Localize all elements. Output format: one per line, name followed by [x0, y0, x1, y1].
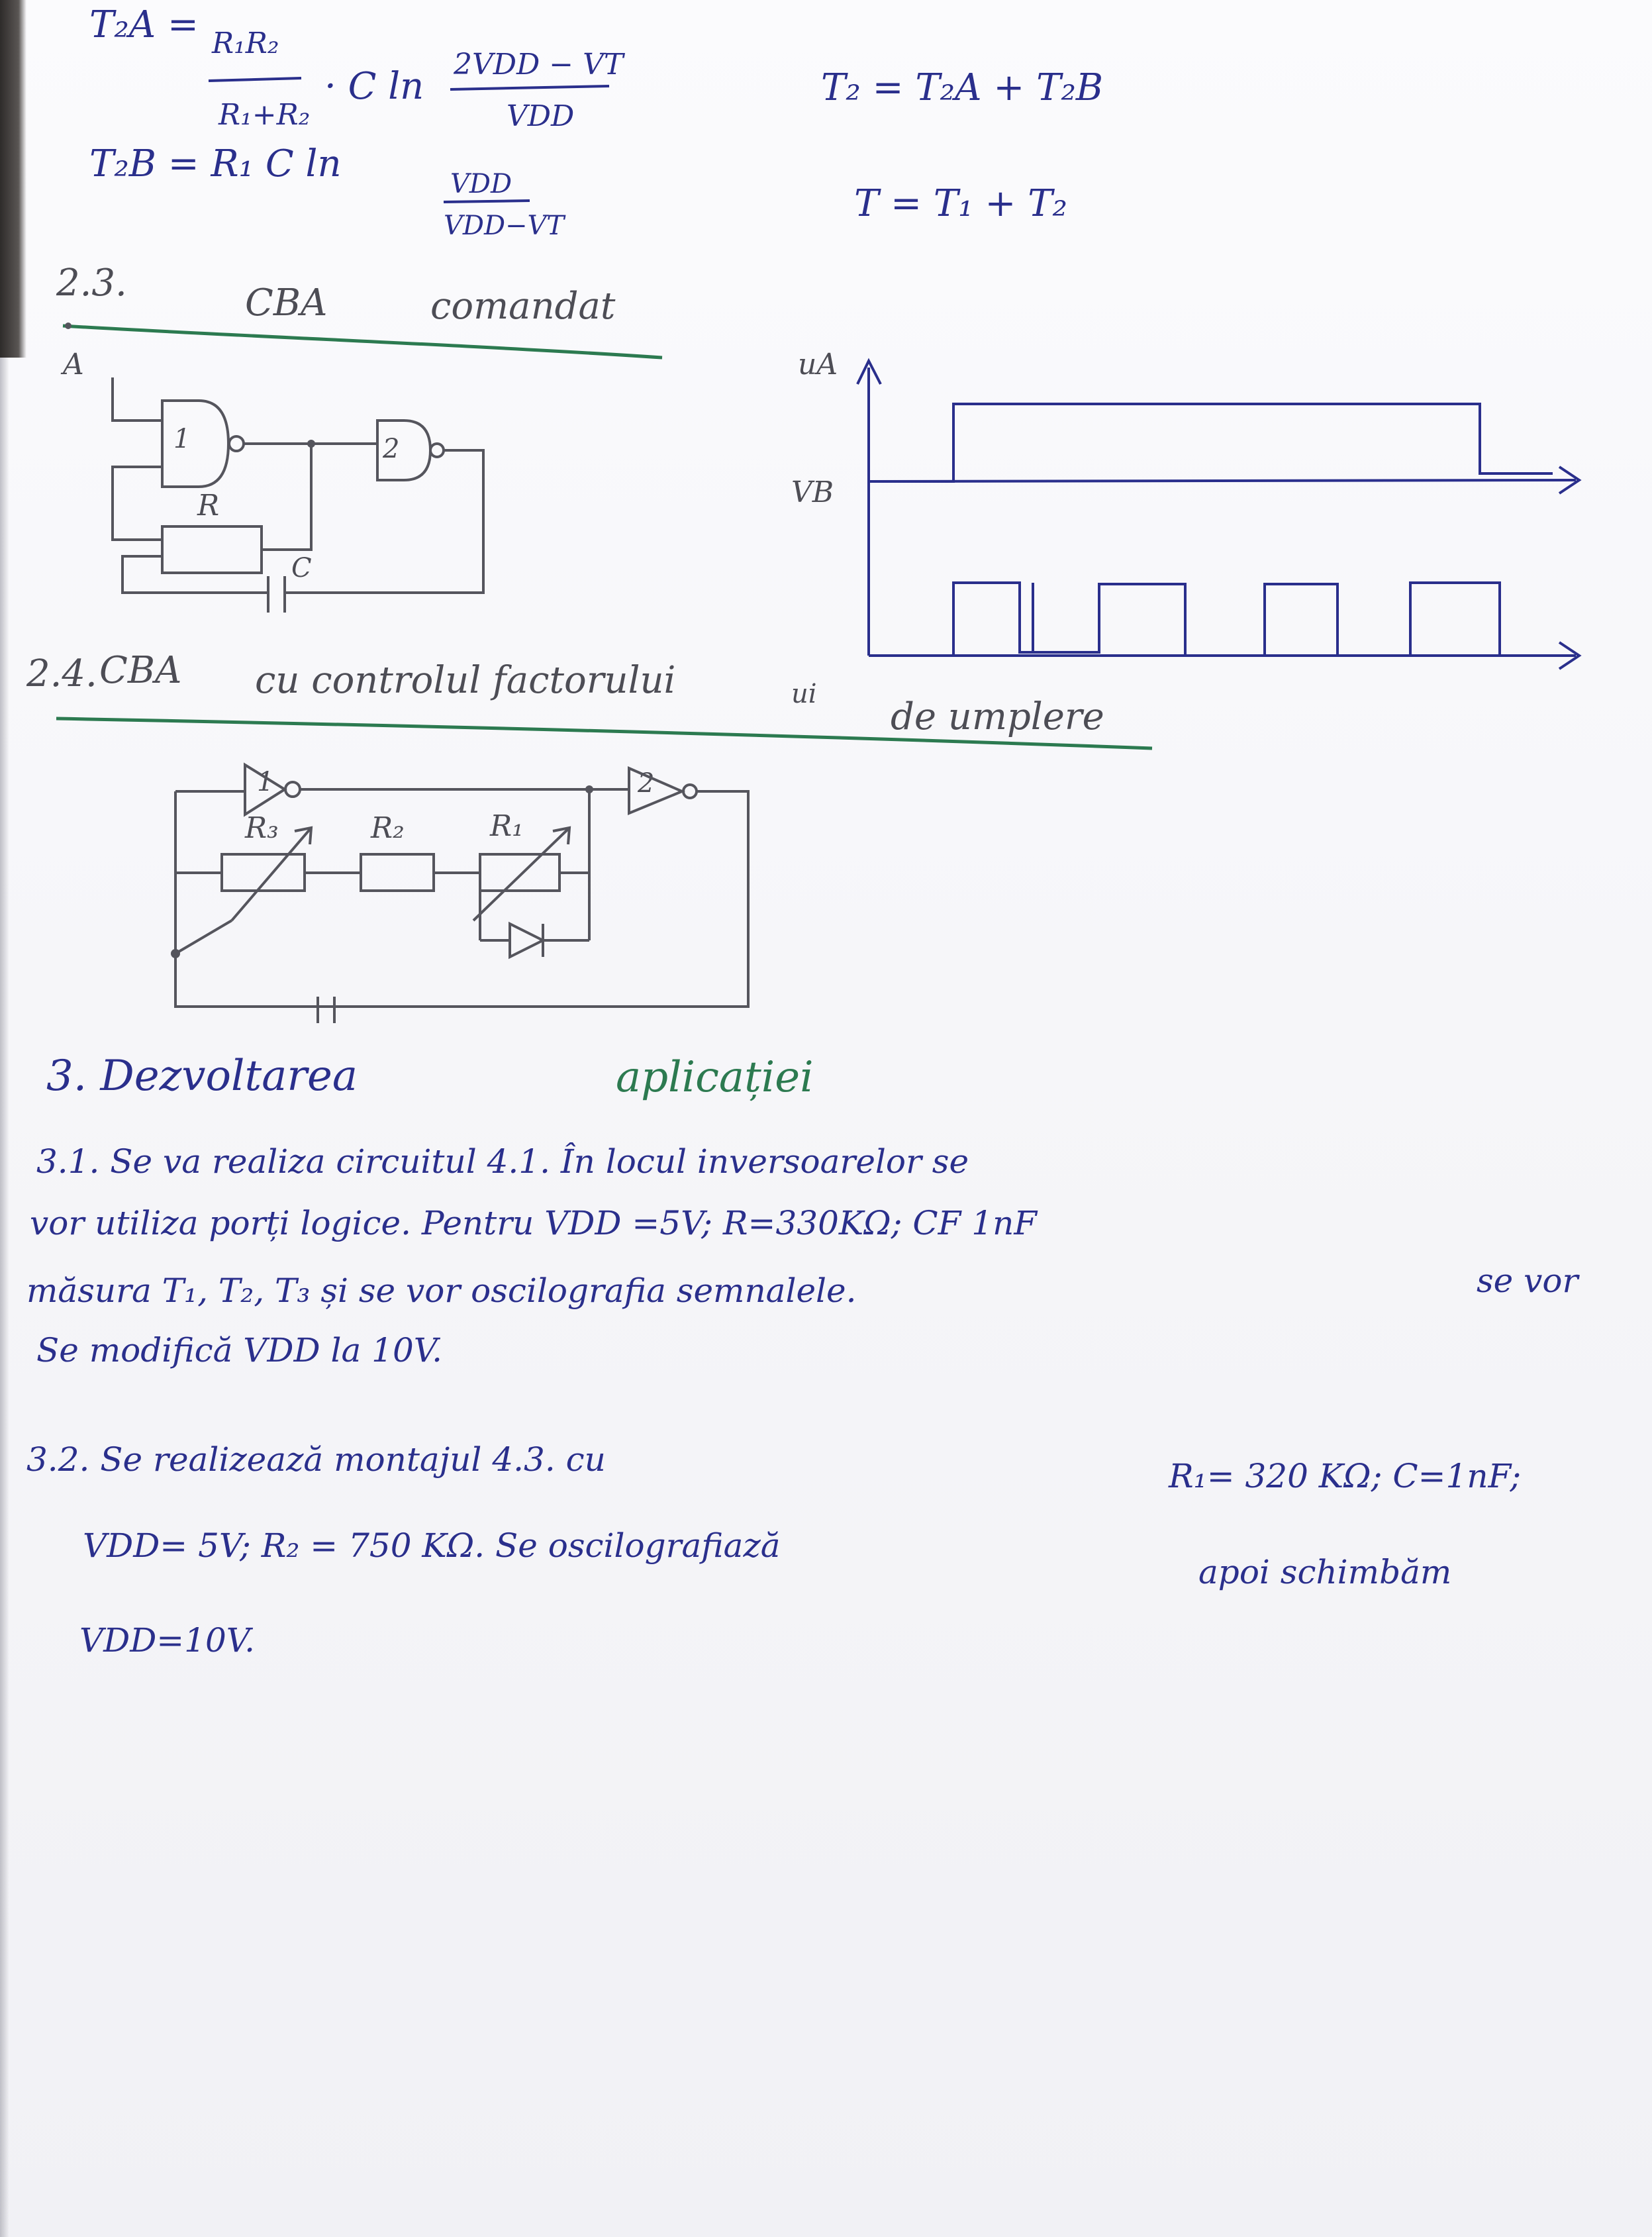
circuit-junction-dots	[65, 323, 593, 958]
t2a-lhs: T₂A =	[89, 3, 199, 46]
p31-line4: Se modifică VDD la 10V.	[36, 1331, 443, 1369]
s24-r1-label: R₁	[490, 809, 524, 843]
s24-r3-label: R₃	[245, 811, 279, 845]
p32-line3: VDD=10V.	[79, 1621, 256, 1660]
section-2-4-number: 2.4.	[26, 652, 97, 695]
section-2-3-number: 2.3.	[56, 262, 127, 305]
p31-line2b: se vor	[1477, 1262, 1579, 1300]
section-2-3-underline	[62, 324, 663, 360]
t2a-denominator: R₁+R₂	[219, 98, 311, 132]
t2a-numerator: R₁R₂	[212, 26, 279, 60]
p31-line3: măsura T₁, T₂, T₃ și se vor oscilografia…	[26, 1271, 857, 1310]
page-edge-shadow	[0, 0, 26, 358]
wave-axis-ua: uA	[798, 348, 838, 381]
s24-r2-label: R₂	[371, 811, 405, 845]
p32-line2a: VDD= 5V; R₂ = 750 KΩ. Se oscilografiază	[83, 1526, 781, 1565]
t2a-ln-numerator: 2VDD − VT	[454, 48, 624, 81]
circuit-2-3	[111, 377, 485, 613]
fraction-bars	[208, 77, 610, 203]
t2b-ln-denominator: VDD−VT	[444, 211, 565, 241]
p32-line1b: R₁= 320 KΩ; C=1nF;	[1169, 1457, 1522, 1495]
t2a-rest: · C ln	[324, 65, 424, 108]
gate1-label: 1	[173, 424, 191, 454]
page-edge-shadow-lower	[0, 358, 9, 2237]
section-2-4-title-end: de umplere	[891, 695, 1104, 738]
section-2-4-underline	[56, 717, 1153, 750]
section-2-3-title: CBA	[245, 281, 328, 324]
t2a-ln-denominator: VDD	[507, 99, 575, 133]
gate2-label: 2	[383, 434, 400, 464]
section-3-heading2: aplicației	[616, 1053, 814, 1102]
circuit-2-4	[174, 762, 750, 1023]
t-sum: T = T₁ + T₂	[854, 182, 1067, 225]
wave-axis-vb: VB	[791, 475, 834, 509]
t2-sum: T₂ = T₂A + T₂B	[821, 66, 1104, 109]
t2b-lhs: T₂B = R₁ C ln	[89, 142, 342, 185]
section-2-3-title2: comandat	[430, 285, 616, 328]
input-label-a: A	[63, 348, 84, 381]
section-2-4-title-sup: ui	[791, 679, 817, 709]
p32-line1a: 3.2. Se realizează montajul 4.3. cu	[26, 1440, 606, 1479]
section-3-heading: 3. Dezvoltarea	[46, 1052, 358, 1101]
resistor-label: R	[197, 489, 220, 522]
capacitor-label: C	[291, 553, 312, 583]
section-2-4-title: CBA	[99, 649, 182, 692]
p31-line1: 3.1. Se va realiza circuitul 4.1. În loc…	[36, 1142, 969, 1181]
section-2-4-title-rest: cu controlul factorului	[255, 659, 676, 702]
waveforms-2-3	[856, 358, 1582, 670]
p32-line2b: apoi schimbăm	[1198, 1553, 1452, 1591]
p31-line2: vor utiliza porți logice. Pentru VDD =5V…	[30, 1204, 1037, 1242]
t2b-ln-numerator: VDD	[450, 169, 512, 199]
